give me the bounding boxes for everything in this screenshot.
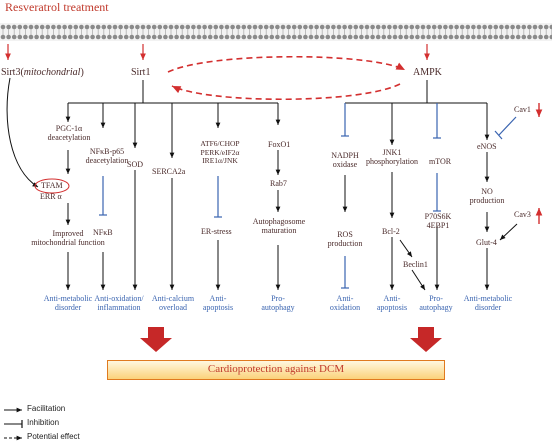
outcome-anti-apoptosis-left: Anti-apoptosis (202, 294, 234, 313)
erra-node: ERR α (40, 192, 62, 201)
big-arrow-right (410, 327, 442, 352)
legend-facilitation: Facilitation (27, 404, 66, 413)
cav1-node: Cav1 (514, 105, 531, 114)
potential-effect-lower (171, 83, 401, 101)
big-arrow-left (140, 327, 172, 352)
sirt1-node: Sirt1 (131, 67, 151, 78)
bcl2-node: Bcl-2 (382, 227, 400, 236)
sirt3-node: Sirt3(mitochondrial) (1, 67, 84, 78)
legend-potential-effect: Potential effect (27, 432, 80, 441)
outcome-anti-oxidation: Anti-oxidation (329, 294, 361, 313)
tfam-node: TFAM (41, 181, 63, 190)
glut4-node: Glut-4 (476, 238, 497, 247)
beclin1-node: Beclin1 (403, 260, 428, 269)
ampk-node: AMPK (413, 67, 442, 78)
sod-node: SOD (127, 160, 144, 169)
rab7-node: Rab7 (270, 179, 287, 188)
outcome-anti-apoptosis-right: Anti-apoptosis (376, 294, 408, 313)
legend-inhibition: Inhibition (27, 418, 60, 427)
foxo1-node: FoxO1 (268, 140, 291, 149)
enos-node: eNOS (477, 142, 497, 151)
cardioprotection-label: Cardioprotection against DCM (207, 363, 345, 375)
title: Resveratrol treatment (5, 0, 109, 14)
outcome-anti-oxidation-inflammation: Anti-oxidation/inflammation (94, 294, 144, 313)
arrow-sirt3-tfam (6, 77, 39, 188)
cardioprotection-banner (107, 360, 445, 380)
er-stress-node: ER-stress (201, 227, 232, 236)
nfkb-node: NFκB (93, 228, 113, 237)
outcome-pro-autophagy-left: Pro-autophagy (261, 294, 295, 313)
tfam-highlight (34, 178, 70, 194)
mtor-node: mTOR (429, 157, 452, 166)
outcome-pro-autophagy-right: Pro-autophagy (419, 294, 453, 313)
cell-membrane (0, 23, 552, 41)
potential-effect-upper (167, 55, 406, 73)
serca2a-node: SERCA2a (152, 167, 186, 176)
cav3-node: Cav3 (514, 210, 531, 219)
